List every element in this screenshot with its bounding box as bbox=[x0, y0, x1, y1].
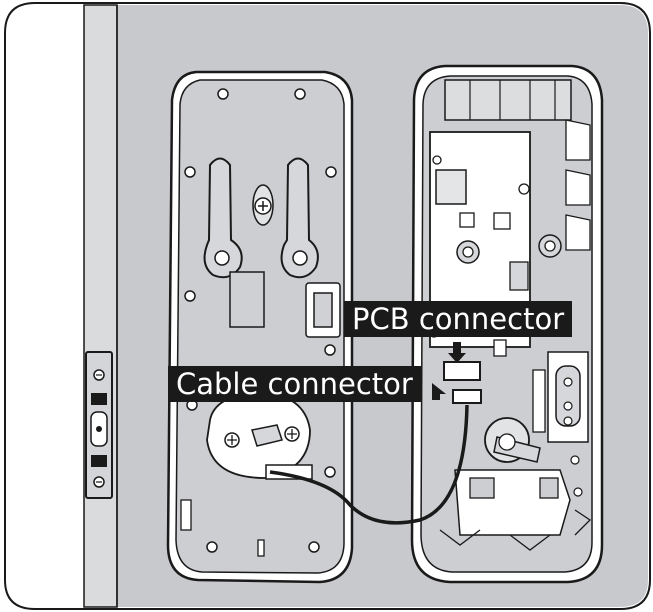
pcb-pointer-arrow bbox=[448, 342, 466, 363]
cable-connector-label: Cable connector bbox=[168, 366, 421, 402]
door-edge bbox=[83, 4, 118, 608]
pcb-connector bbox=[443, 361, 481, 381]
pcb-connector-label: PCB connector bbox=[344, 301, 573, 337]
cable-connector bbox=[452, 389, 482, 404]
cable-pointer-arrow bbox=[432, 383, 446, 400]
cable bbox=[269, 404, 469, 525]
latch-faceplate bbox=[85, 351, 113, 499]
interior-housing-back bbox=[166, 70, 354, 584]
